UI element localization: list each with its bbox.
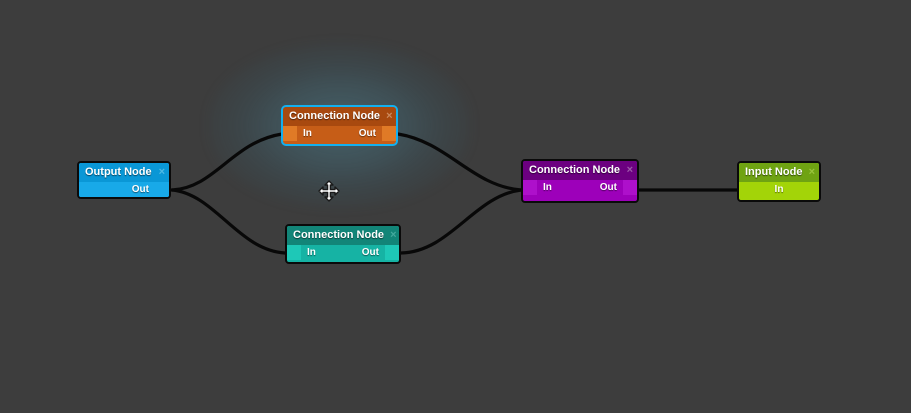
- port-in[interactable]: In: [774, 184, 784, 195]
- node-header[interactable]: Connection Node ×: [283, 107, 396, 126]
- port-out[interactable]: Out: [361, 247, 379, 258]
- node-header[interactable]: Connection Node ×: [523, 161, 637, 180]
- node-connection-node-orange[interactable]: Connection Node × In Out: [281, 105, 398, 146]
- node-header[interactable]: Input Node ×: [739, 163, 819, 182]
- connection-edge[interactable]: [170, 188, 287, 255]
- port-pad-out[interactable]: [382, 126, 396, 141]
- move-cursor: [318, 180, 340, 207]
- node-header[interactable]: Output Node ×: [79, 163, 169, 182]
- close-icon[interactable]: ×: [808, 166, 815, 178]
- port-pad-out[interactable]: [385, 245, 399, 260]
- node-connection-node-teal[interactable]: Connection Node × In Out: [285, 224, 401, 264]
- node-header[interactable]: Connection Node ×: [287, 226, 399, 245]
- node-output-node[interactable]: Output Node × Out: [77, 161, 171, 199]
- port-out[interactable]: Out: [599, 182, 617, 193]
- port-pad-out[interactable]: [623, 180, 637, 195]
- move-four-arrows-icon: [318, 180, 340, 202]
- connection-edge[interactable]: [396, 132, 523, 192]
- node-title: Output Node: [85, 166, 152, 178]
- node-ports: Out: [79, 182, 169, 197]
- port-in[interactable]: In: [303, 128, 312, 139]
- port-pad-in[interactable]: [283, 126, 297, 141]
- port-pad-in[interactable]: [523, 180, 537, 195]
- connection-edge[interactable]: [399, 188, 523, 255]
- close-icon[interactable]: ×: [390, 229, 397, 241]
- node-ports: In Out: [523, 180, 637, 195]
- close-icon[interactable]: ×: [158, 166, 165, 178]
- close-icon[interactable]: ×: [386, 110, 393, 122]
- connection-edge[interactable]: [170, 132, 284, 192]
- node-title: Input Node: [745, 166, 803, 178]
- port-in[interactable]: In: [307, 247, 316, 258]
- close-icon[interactable]: ×: [626, 164, 633, 176]
- node-ports: In: [739, 182, 819, 197]
- node-ports: In Out: [283, 126, 396, 141]
- port-out[interactable]: Out: [131, 184, 149, 195]
- node-title: Connection Node: [293, 229, 385, 241]
- port-in[interactable]: In: [543, 182, 552, 193]
- node-connection-node-purple[interactable]: Connection Node × In Out: [521, 159, 639, 203]
- port-out[interactable]: Out: [358, 128, 376, 139]
- node-input-node[interactable]: Input Node × In: [737, 161, 821, 202]
- node-title: Connection Node: [529, 164, 621, 176]
- node-title: Connection Node: [289, 110, 381, 122]
- port-pad-in[interactable]: [287, 245, 301, 260]
- node-ports: In Out: [287, 245, 399, 260]
